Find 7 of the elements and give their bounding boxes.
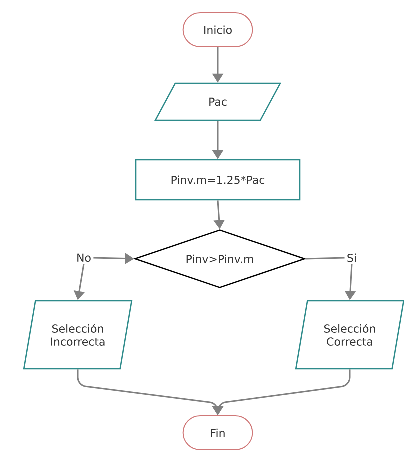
terminal-box: Fin	[182, 416, 254, 450]
process-box: Pinv.m=1.25*Pac	[135, 159, 301, 201]
terminal-box: Inicio	[182, 12, 254, 48]
branch-label: Si	[348, 254, 356, 262]
branch-label: No	[78, 254, 91, 262]
output-parallelogram: Selección Correcta	[295, 300, 404, 370]
output-parallelogram: Selección Incorrecta	[23, 300, 133, 370]
